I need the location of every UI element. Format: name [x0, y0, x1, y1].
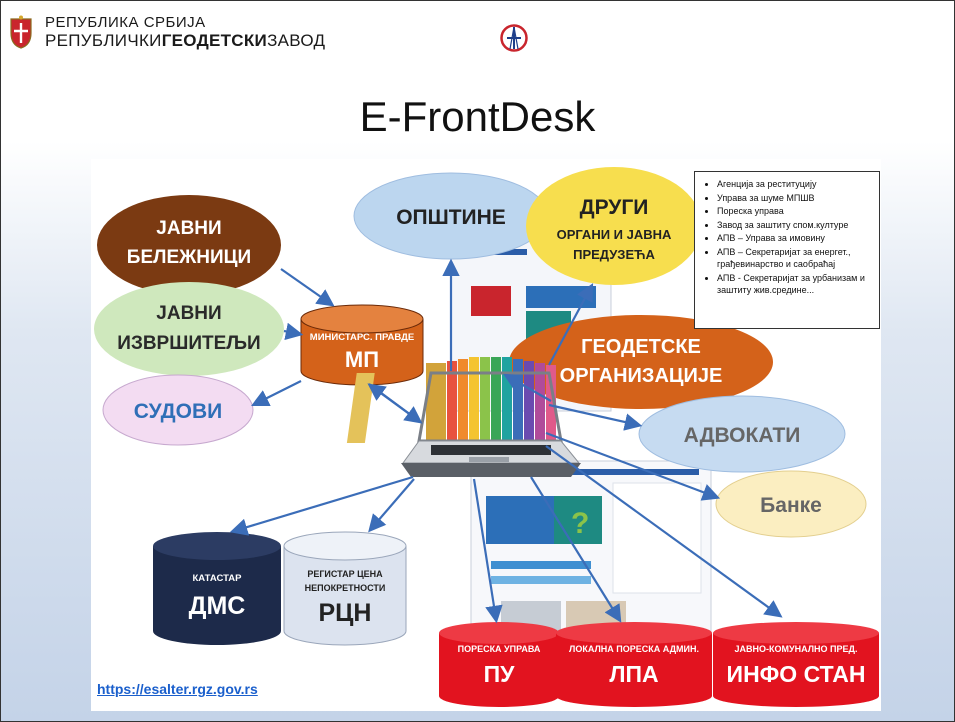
node-javni-izvrshitelji: ЈАВНИ ИЗВРШИТЕЉИ — [94, 282, 284, 376]
header: РЕПУБЛИКА СРБИЈА РЕПУБЛИЧКИГЕОДЕТСКИЗАВО… — [1, 1, 954, 73]
node-mp-cylinder: МИНИСТАРС. ПРАВДЕ МП — [300, 304, 424, 386]
arrow-to-rcn — [368, 478, 415, 533]
node-lpa-cylinder: ЛОКАЛНА ПОРЕСКА АДМИН. ЛПА — [556, 622, 712, 707]
label-javni-2: ЈАВНИ — [156, 303, 221, 324]
page-title: E-FrontDesk — [359, 93, 596, 140]
label-katastar: КАТАСТАР — [192, 573, 242, 584]
label-belezhnici: БЕЛЕЖНИЦИ — [127, 247, 251, 268]
arrow-mp-to-sudovi — [251, 380, 302, 406]
label-rcn: РЦН — [319, 599, 372, 627]
arrow-laptop-to-mp — [367, 383, 420, 422]
institution-line-2: РЕПУБЛИЧКИГЕОДЕТСКИЗАВОД — [45, 31, 326, 50]
label-lpa: ЛПА — [609, 661, 658, 687]
connection-arrows — [229, 258, 783, 624]
svg-text:?: ? — [571, 507, 589, 540]
label-info-stan: ИНФО СТАН — [727, 661, 866, 687]
label-nepokretnosti: НЕПОКРЕТНОСТИ — [305, 583, 386, 593]
rgz-logo-icon — [500, 24, 528, 52]
arrow-to-advokati — [548, 403, 643, 431]
label-lokalna: ЛОКАЛНА ПОРЕСКА АДМИН. — [569, 644, 699, 654]
label-pu: ПУ — [484, 661, 516, 687]
legend-item: Управа за шуме МПШВ — [717, 192, 873, 205]
label-registar: РЕГИСТАР ЦЕНА — [307, 569, 383, 579]
legend-item: Пореска управа — [717, 205, 873, 218]
label-preduzeca: ПРЕДУЗЕЋА — [573, 247, 655, 262]
label-poreska-uprava: ПОРЕСКА УПРАВА — [458, 644, 541, 654]
esalter-link[interactable]: https://esalter.rgz.gov.rs — [97, 681, 258, 697]
label-mp: МП — [345, 347, 379, 372]
arrow-to-drugi — [548, 283, 594, 366]
label-opshtine: ОПШТИНЕ — [396, 206, 506, 229]
arrow-to-lpa — [530, 476, 622, 623]
label-ministarstvo: МИНИСТАРС. ПРАВДЕ — [310, 332, 414, 343]
label-izvrshitelji: ИЗВРШИТЕЉИ — [117, 333, 260, 354]
arrow-to-mp-from-izvrshitelji — [283, 322, 304, 341]
institution-line-1: РЕПУБЛИКА СРБИЈА — [45, 14, 206, 31]
label-organi: ОРГАНИ И ЈАВНА — [557, 227, 672, 242]
arrow-to-mp-from-belezhnici — [280, 268, 335, 307]
legend-item: Агенција за реституцију — [717, 178, 873, 191]
node-advokati: АДВОКАТИ — [638, 395, 846, 473]
label-advokati: АДВОКАТИ — [684, 424, 801, 447]
arrow-to-geodetske — [503, 373, 552, 402]
legend-item: Завод за заштиту спом.културе — [717, 219, 873, 232]
node-rcn-cylinder: РЕГИСТАР ЦЕНА НЕПОКРЕТНОСТИ РЦН — [283, 531, 407, 646]
legend-item: АПВ – Управа за имовину — [717, 232, 873, 245]
label-javno-komunalno: ЈАВНО-КОМУНАЛНО ПРЕД. — [735, 644, 858, 654]
node-geodetske: ГЕОДЕТСКЕ ОРГАНИЗАЦИЈЕ — [509, 315, 773, 409]
label-javni-1: ЈАВНИ — [156, 218, 221, 239]
node-banke: Банке — [715, 470, 867, 538]
node-opshtine: ОПШТИНЕ — [353, 172, 549, 260]
legend-item: АПВ - Секретаријат за урбанизам и заштит… — [717, 272, 873, 297]
arrow-to-pu — [472, 478, 503, 624]
label-geodetske: ГЕОДЕТСКЕ — [581, 336, 701, 358]
node-javni-belezhnici: ЈАВНИ БЕЛЕЖНИЦИ — [97, 195, 281, 295]
node-sudovi: СУДОВИ — [102, 374, 254, 446]
legend-item: АПВ – Секретаријат за енергет., грађевин… — [717, 246, 873, 271]
coat-of-arms-icon — [10, 15, 32, 49]
arrow-to-info-stan — [545, 445, 783, 618]
label-drugi: ДРУГИ — [580, 196, 649, 219]
node-pu-cylinder: ПОРЕСКА УПРАВА ПУ — [439, 622, 559, 707]
label-banke: Банке — [760, 494, 822, 517]
label-organizacije: ОРГАНИЗАЦИЈЕ — [560, 365, 723, 387]
arrow-to-banke — [545, 431, 721, 501]
legend-box: Агенција за реституцију Управа за шуме М… — [694, 171, 880, 329]
label-dms: ДМС — [189, 592, 246, 620]
label-sudovi: СУДОВИ — [134, 400, 222, 423]
arrow-to-dms — [229, 475, 414, 536]
node-info-stan-cylinder: ЈАВНО-КОМУНАЛНО ПРЕД. ИНФО СТАН — [713, 622, 879, 707]
laptop-with-folders-icon — [346, 357, 581, 477]
node-drugi: ДРУГИ ОРГАНИ И ЈАВНА ПРЕДУЗЕЋА — [526, 167, 702, 285]
node-dms-cylinder: КАТАСТАР ДМС — [153, 532, 281, 645]
